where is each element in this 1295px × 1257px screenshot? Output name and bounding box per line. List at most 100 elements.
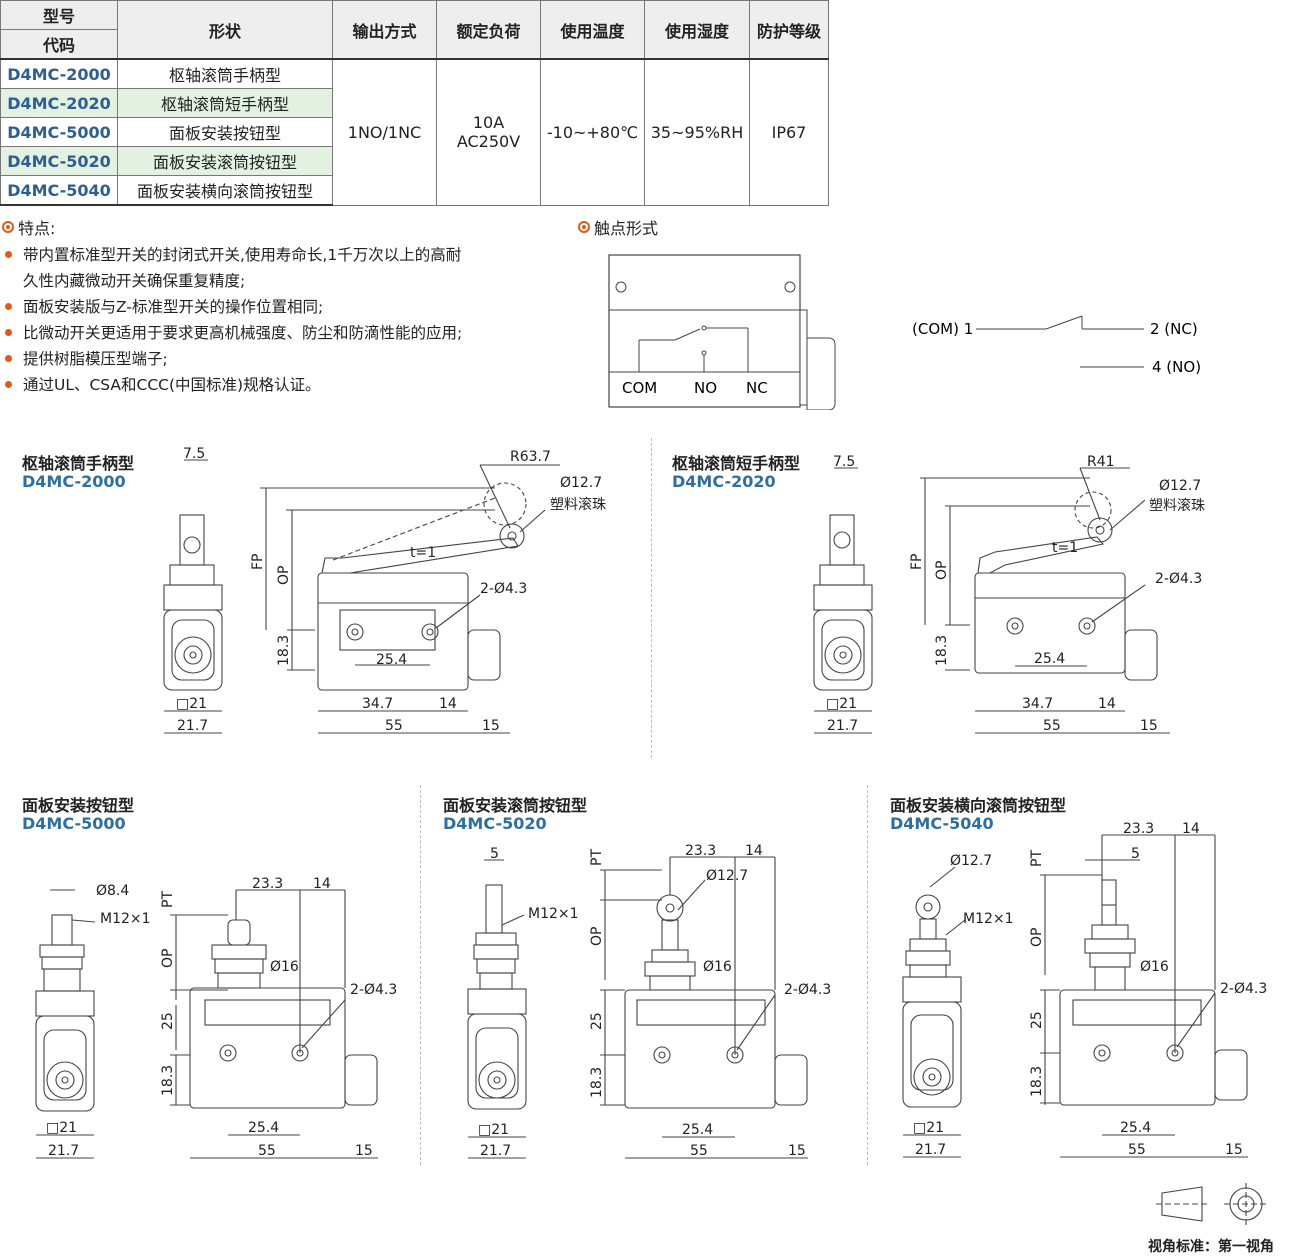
dim-label: 18.3	[1029, 1066, 1045, 1097]
dim-label: 55	[690, 1143, 708, 1159]
dim-label: 21.7	[177, 718, 208, 734]
dim-label: 2-Ø4.3	[1155, 571, 1202, 587]
bullet-dot-icon	[5, 251, 12, 258]
dim-label: Ø12.7	[1159, 478, 1201, 494]
header-temp: 使用温度	[540, 0, 645, 60]
feature-item: 带内置标准型开关的封闭式开关,使用寿命长,1千万次以上的高耐	[0, 242, 560, 268]
row-code: D4MC-5040	[0, 175, 118, 206]
dim-label: 21.7	[48, 1143, 79, 1159]
dim-label: 25	[160, 1012, 176, 1030]
dim-label: 25.4	[1034, 651, 1065, 667]
dim-label: Ø12.7	[950, 853, 992, 869]
features-title: 特点:	[2, 215, 55, 239]
dim-label: □21	[826, 696, 857, 712]
dim-label: 18.3	[160, 1065, 176, 1096]
dim-label: 55	[258, 1143, 276, 1159]
dim-label: OP	[589, 927, 605, 946]
header-output: 输出方式	[332, 0, 437, 60]
dim-label: OP	[934, 561, 950, 580]
drawing-code: D4MC-2020	[672, 472, 776, 491]
dim-label: 7.5	[833, 454, 855, 470]
load-line1: 10A	[472, 113, 505, 133]
dim-label: 15	[482, 718, 500, 734]
drawing-code: D4MC-5020	[443, 814, 547, 833]
dim-label: 25.4	[376, 652, 407, 668]
dim-label: 2-Ø4.3	[1220, 981, 1267, 997]
dim-label: Ø16	[1140, 959, 1169, 975]
divider	[651, 438, 652, 758]
protection-cell: IP67	[749, 58, 829, 206]
feature-item: 久性内藏微动开关确保重复精度;	[23, 272, 246, 290]
drawing-d4mc-2000: 7.5 R63.7 Ø12.7 塑料滚珠 t=1 2-Ø4.3 FP OP 18…	[163, 446, 606, 734]
load-cell: 10A AC250V	[436, 58, 541, 206]
dim-label: Ø12.7	[706, 868, 748, 884]
dim-label: 21.7	[915, 1142, 946, 1158]
divider	[867, 785, 868, 1165]
dim-label: 25	[1029, 1011, 1045, 1029]
header-shape: 形状	[117, 0, 333, 60]
load-line2: AC250V	[456, 132, 521, 152]
output-cell: 1NO/1NC	[332, 58, 437, 206]
dim-label: □21	[176, 696, 207, 712]
dim-label: 25.4	[1120, 1120, 1151, 1136]
row-shape: 枢轴滚筒短手柄型	[117, 88, 333, 118]
dim-label: 15	[1140, 718, 1158, 734]
bullet-dot-icon	[5, 303, 12, 310]
dim-label: t=1	[1052, 540, 1078, 556]
row-code: D4MC-5020	[0, 146, 118, 176]
dim-label: 23.3	[685, 843, 716, 859]
dim-label: 34.7	[1022, 696, 1053, 712]
dim-label: OP	[160, 949, 176, 968]
drawing-d4mc-5040: Ø12.7 M12×1 PT OP 5 23.3 14 Ø16 2-Ø4.3 2…	[902, 821, 1267, 1158]
row-code: D4MC-2020	[0, 88, 118, 118]
dim-label: 2-Ø4.3	[480, 581, 527, 597]
dim-label: 14	[745, 843, 763, 859]
bullet-dot-icon	[5, 381, 12, 388]
drawing-code: D4MC-5000	[22, 814, 126, 833]
header-load: 额定负荷	[436, 0, 541, 60]
first-angle-projection-icon	[1156, 1183, 1268, 1225]
feature-item: 提供树脂模压型端子;	[0, 346, 560, 372]
dim-label: PT	[160, 891, 176, 908]
bullet-target-icon	[2, 221, 14, 233]
dim-label: M12×1	[100, 911, 151, 927]
header-code: 代码	[0, 29, 118, 60]
row-shape: 枢轴滚筒手柄型	[117, 58, 333, 89]
row-code: D4MC-2000	[0, 58, 118, 89]
com-terminal-label: (COM) 1	[912, 320, 973, 338]
spec-table: 型号 形状 输出方式 额定负荷 使用温度 使用湿度 防护等级 代码 D4MC-2…	[0, 0, 829, 206]
dim-label: 25.4	[248, 1120, 279, 1136]
dim-label: □21	[46, 1120, 77, 1136]
dim-label: 14	[1098, 696, 1116, 712]
dim-label: 55	[1128, 1142, 1146, 1158]
temp-cell: -10~+80℃	[540, 58, 645, 206]
divider	[420, 785, 421, 1165]
dim-label: 14	[313, 876, 331, 892]
dim-label: 5	[1131, 846, 1140, 862]
features-title-text: 特点:	[18, 219, 56, 238]
drawing-title: 面板安装横向滚筒按钮型	[890, 796, 1067, 815]
drawing-title: 枢轴滚筒短手柄型	[672, 454, 801, 473]
dim-label: FP	[250, 554, 266, 571]
dim-label: 34.7	[362, 696, 393, 712]
dim-label: M12×1	[528, 906, 579, 922]
dim-label: 25	[589, 1012, 605, 1030]
dim-label: 23.3	[252, 876, 283, 892]
row-code: D4MC-5000	[0, 117, 118, 147]
header-model: 型号	[0, 0, 118, 30]
header-humidity: 使用湿度	[644, 0, 750, 60]
dim-label: 18.3	[276, 635, 292, 666]
humidity-cell: 35~95%RH	[644, 58, 750, 206]
dim-label: □21	[478, 1122, 509, 1138]
dim-label: PT	[589, 849, 605, 866]
drawing-title: 面板安装按钮型	[22, 796, 135, 815]
dim-label: 2-Ø4.3	[784, 982, 831, 998]
bullet-target-icon	[578, 221, 590, 233]
dim-label: 15	[355, 1143, 373, 1159]
row-shape: 面板安装滚筒按钮型	[117, 146, 333, 176]
feature-item: 面板安装版与Z-标准型开关的操作位置相同;	[0, 294, 560, 320]
dim-label: 7.5	[183, 446, 205, 462]
dim-label: 5	[490, 846, 499, 862]
dim-label: 塑料滚珠	[1149, 497, 1205, 514]
dim-label: 15	[1225, 1142, 1243, 1158]
